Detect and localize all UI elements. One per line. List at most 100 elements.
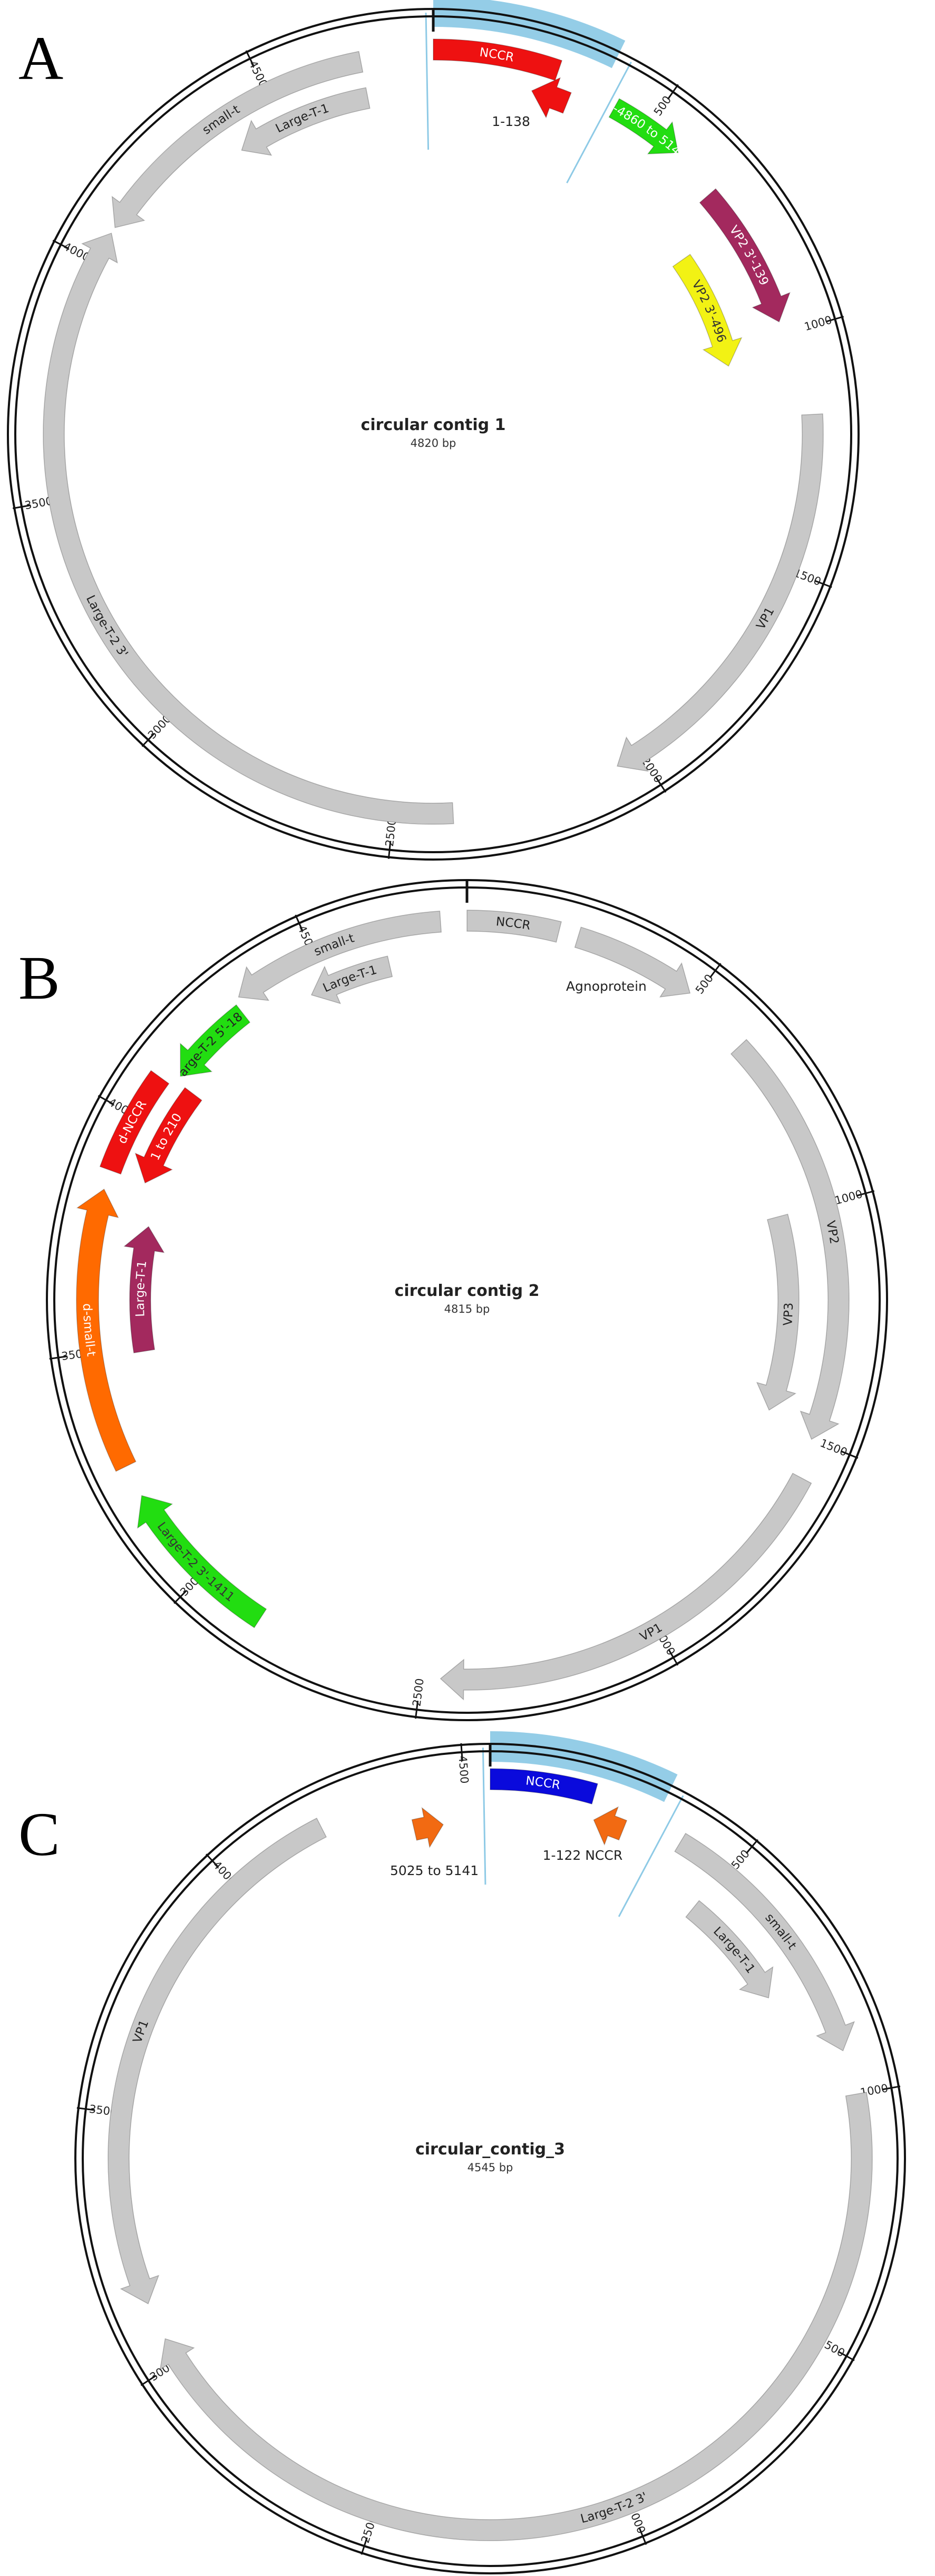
scale-tick xyxy=(882,2085,901,2091)
map-title: circular contig 2 xyxy=(395,1282,540,1300)
feature-label: Large-T-2 5'-187 xyxy=(0,0,245,1079)
backbone-inner-ring xyxy=(14,15,852,853)
feature-large-t-2-3: Large-T-2 3' xyxy=(159,2092,873,2541)
feature-label: VP3 xyxy=(781,1302,796,1326)
scale-tick xyxy=(140,2375,157,2386)
feature-arrow xyxy=(617,413,824,772)
feature-label: 1-138 xyxy=(492,114,530,129)
feature-label: 5025 to 5141 xyxy=(390,1863,479,1878)
scale-tick xyxy=(668,1649,679,1666)
scale-tick xyxy=(173,1589,187,1604)
scale-tick xyxy=(745,1839,758,1854)
feature-vp1: VP1 xyxy=(108,1818,327,2305)
highlight-region xyxy=(433,0,626,69)
feature-arrow xyxy=(756,1214,800,1411)
scale-tick xyxy=(387,841,392,859)
panel-letter: A xyxy=(18,24,63,93)
scale-tick xyxy=(49,1355,67,1360)
feature-label: Large-T-2 3' xyxy=(83,593,131,660)
feature-arrow xyxy=(43,232,454,825)
scale-tick xyxy=(76,2107,95,2111)
scale-tick xyxy=(361,2537,368,2555)
feature-arrow xyxy=(608,98,679,154)
feature-arrow xyxy=(466,910,562,943)
feature-small-t: small-t xyxy=(674,1832,855,2052)
feature-arrow xyxy=(238,910,442,1001)
map-length: 4820 bp xyxy=(411,437,456,450)
feature-large-t-2-3: Large-T-2 3' xyxy=(43,232,454,825)
tick-label-4500: 4500 xyxy=(456,1755,471,1784)
scale-tick xyxy=(856,1190,875,1197)
feature-arrow xyxy=(111,51,364,228)
feature-arrow xyxy=(685,1900,774,1998)
tick-label-2500: 2500 xyxy=(383,818,398,847)
scale-tick xyxy=(841,1450,859,1459)
feature-arrow xyxy=(241,87,371,156)
scale-tick xyxy=(13,504,31,510)
feature-arrow xyxy=(137,1495,267,1628)
tick-label-1500: 1500 xyxy=(818,1437,849,1459)
feature-arrow xyxy=(134,1087,202,1184)
feature-large-t-2-3-1411: Large-T-2 3'-1411 xyxy=(137,1495,267,1628)
feature-1-138: 1-138 xyxy=(492,77,572,129)
feature-arrow xyxy=(730,1039,850,1440)
feature-large-t-2-5-187: Large-T-2 5'-187 xyxy=(0,0,251,1079)
tick-label-2500: 2500 xyxy=(410,1677,426,1707)
panel-letter: C xyxy=(18,1800,60,1869)
feature-vp1: VP1 xyxy=(440,1472,812,1701)
feature-arrow xyxy=(123,1226,165,1353)
feature-label: 1-122 NCCR xyxy=(543,1848,623,1863)
scale-tick xyxy=(460,1743,463,1761)
scale-tick xyxy=(655,776,667,793)
feature-label: Large-T-1 xyxy=(710,1925,757,1976)
scale-tick xyxy=(814,580,832,588)
feature-arrow xyxy=(411,1807,444,1849)
tick-label-1000: 1000 xyxy=(803,314,833,334)
feature-arrow xyxy=(76,1188,137,1472)
feature-arrow xyxy=(108,1818,327,2305)
scale-tick xyxy=(98,1095,114,1105)
scale-tick xyxy=(638,2528,647,2545)
map-title: circular_contig_3 xyxy=(415,2140,565,2159)
feature-vp2-3-496: VP2 3'-496 xyxy=(672,253,743,367)
feature-1-122-nccr: 1-122 NCCR xyxy=(543,1806,628,1863)
feature-arrow xyxy=(490,1768,598,1805)
scale-tick xyxy=(295,914,304,932)
backbone-outer-ring xyxy=(7,8,860,861)
feature-small-t: small-t xyxy=(111,51,364,228)
backbone-inner-ring xyxy=(82,1750,899,2567)
map-length: 4545 bp xyxy=(468,2161,513,2174)
feature-5025-to-5141: 5025 to 5141 xyxy=(390,1807,479,1878)
highlight-guide-line xyxy=(618,1795,684,1917)
highlight-guide-line xyxy=(425,13,430,150)
backbone-outer-ring xyxy=(74,1743,906,2574)
feature-arrow xyxy=(99,1070,170,1175)
map-length: 4815 bp xyxy=(444,1303,490,1315)
scale-tick xyxy=(667,84,679,100)
feature-arrow xyxy=(593,1806,628,1846)
scale-tick xyxy=(826,316,844,323)
feature-nccr: NCCR xyxy=(433,38,563,81)
feature-label: Agnoprotein xyxy=(566,979,647,994)
feature-vp2: VP2 xyxy=(730,1039,850,1440)
feature-label: Large-T-1 xyxy=(133,1260,149,1318)
feature-arrow xyxy=(310,955,393,1004)
highlight-guide-line xyxy=(482,1748,486,1885)
feature-d-small-t: d-small-t xyxy=(76,1188,137,1472)
panel-letter: B xyxy=(18,943,60,1012)
scale-tick xyxy=(415,1701,419,1719)
scale-tick xyxy=(141,733,155,747)
scale-tick xyxy=(709,963,722,979)
feature-arrow xyxy=(574,926,691,998)
feature-arrow xyxy=(672,253,743,367)
feature-label: Large-T-2 3'-1411 xyxy=(154,1520,237,1605)
scale-tick xyxy=(838,2351,855,2362)
feature-arrow xyxy=(180,1004,251,1077)
feature-agnoprotein: Agnoprotein xyxy=(566,926,691,998)
feature-d-nccr: d-NCCR xyxy=(99,1070,170,1175)
feature-arrow xyxy=(159,2092,873,2541)
tick-label-500: 500 xyxy=(651,94,674,119)
feature-vp3: VP3 xyxy=(756,1214,800,1411)
